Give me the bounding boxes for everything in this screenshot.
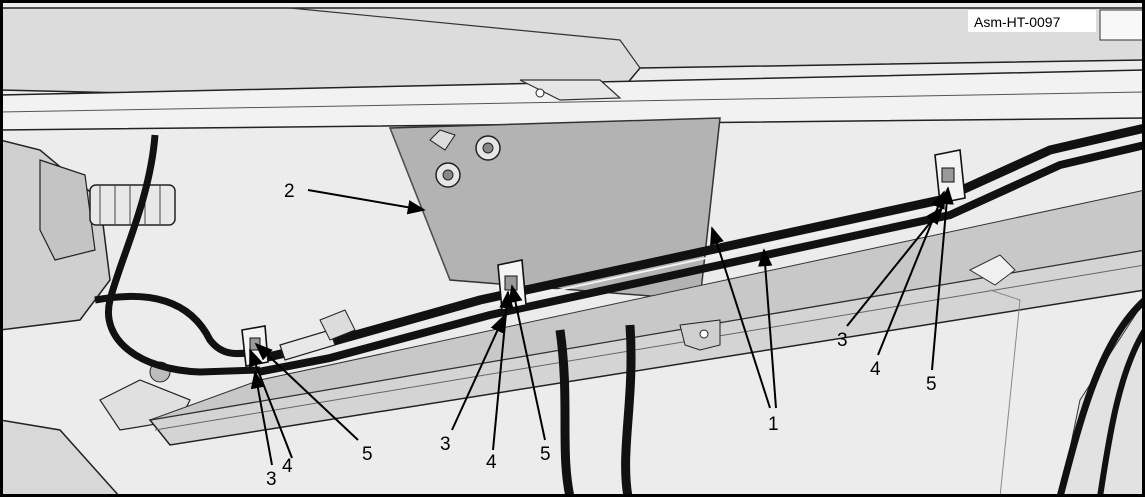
top-frame-beam [0,7,1145,131]
callout-4-mid: 4 [486,452,497,473]
leader-5-left [254,342,359,441]
callout-5-right: 5 [926,374,937,395]
callout-bracket: 2 [284,181,295,202]
leader-1a [710,226,771,409]
clamp-right [934,149,966,204]
leader-4-left [249,348,293,459]
callout-4-right: 4 [870,359,881,380]
clamp-middle [497,259,527,311]
callout-5-left: 5 [362,444,373,465]
clamp-left [241,325,269,367]
leader-1b [758,248,777,409]
leader-lines [249,186,954,466]
hydraulic-hoses [94,123,1145,497]
leader-3-right [846,206,944,327]
callout-4-left: 4 [282,456,293,477]
leader-2 [307,189,426,215]
callout-3-left: 3 [266,469,277,490]
figure-reference: Asm-HT-0097 [974,14,1061,30]
leader-3-left [250,370,273,466]
mounting-bracket [388,117,721,301]
callout-labels: 2 1 3 4 5 3 4 5 3 4 5 [266,181,937,490]
leader-5-right [931,186,954,371]
angled-rail [148,189,1145,497]
callout-5-mid: 5 [540,444,551,465]
leader-4-right [877,190,945,356]
gearbox-assembly [0,139,191,497]
leader-3-mid [451,314,505,431]
callout-3-right: 3 [837,330,848,351]
reference-backdrop [968,10,1096,32]
callout-3-mid: 3 [440,434,451,455]
callout-hoses: 1 [768,414,779,435]
leader-5-mid [508,284,546,441]
leader-4-mid [492,290,514,451]
